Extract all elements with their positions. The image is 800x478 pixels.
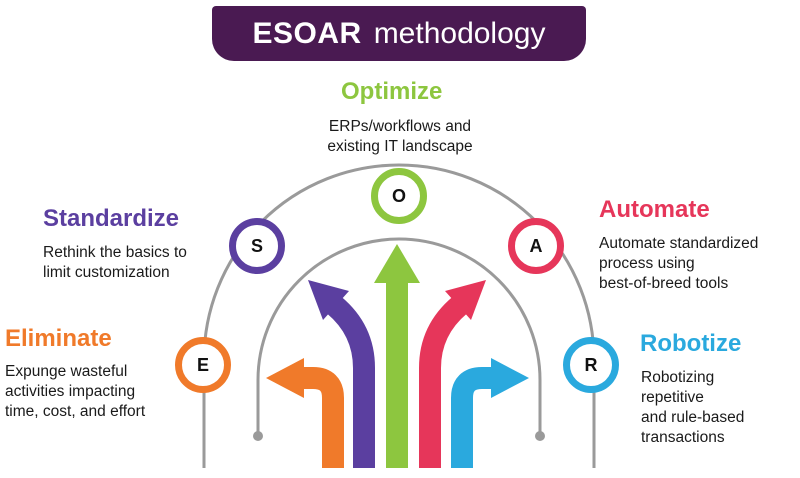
optimize-description: ERPs/workflows and existing IT landscape — [315, 117, 485, 157]
robotize-arrow — [451, 358, 529, 468]
eliminate-badge: E — [175, 337, 231, 393]
optimize-arrow — [374, 244, 420, 468]
eliminate-desc-line: Expunge wasteful — [5, 363, 128, 380]
optimize-heading: Optimize — [341, 78, 443, 105]
robotize-description: Robotizing repetitive and rule-based tra… — [641, 368, 744, 448]
optimize-desc-line: existing IT landscape — [327, 138, 473, 155]
eliminate-heading: Eliminate — [5, 325, 112, 352]
standardize-arrow — [308, 280, 375, 468]
automate-desc-line: best-of-breed tools — [599, 275, 729, 292]
eliminate-desc-line: activities impacting — [5, 383, 136, 400]
robotize-desc-line: repetitive — [641, 389, 704, 406]
eliminate-description: Expunge wasteful activities impacting ti… — [5, 362, 145, 422]
eliminate-desc-line: time, cost, and effort — [5, 403, 146, 420]
automate-description: Automate standardized process using best… — [599, 234, 758, 294]
automate-badge: A — [508, 218, 564, 274]
inner-arc-left-end — [253, 431, 263, 441]
robotize-desc-line: Robotizing — [641, 369, 715, 386]
standardize-description: Rethink the basics to limit customizatio… — [43, 243, 187, 283]
outer-arc — [202, 163, 596, 468]
standardize-desc-line: Rethink the basics to — [43, 244, 187, 261]
automate-desc-line: Automate standardized — [599, 235, 759, 252]
robotize-desc-line: transactions — [641, 429, 725, 446]
eliminate-arrow — [266, 358, 344, 468]
automate-desc-line: process using — [599, 255, 695, 272]
standardize-heading: Standardize — [43, 205, 180, 232]
robotize-heading: Robotize — [640, 330, 742, 357]
inner-arc-right-end — [535, 431, 545, 441]
robotize-badge: R — [563, 337, 619, 393]
robotize-desc-line: and rule-based — [641, 409, 745, 426]
inner-arc — [256, 237, 542, 434]
title-banner: ESOAR methodology — [212, 6, 586, 61]
automate-arrow — [419, 280, 486, 468]
standardize-badge: S — [229, 218, 285, 274]
standardize-desc-line: limit customization — [43, 264, 170, 281]
automate-heading: Automate — [599, 196, 710, 223]
optimize-badge: O — [371, 168, 427, 224]
title-rest: methodology — [373, 16, 546, 50]
optimize-desc-line: ERPs/workflows and — [328, 118, 472, 135]
title-bold: ESOAR — [252, 16, 362, 50]
